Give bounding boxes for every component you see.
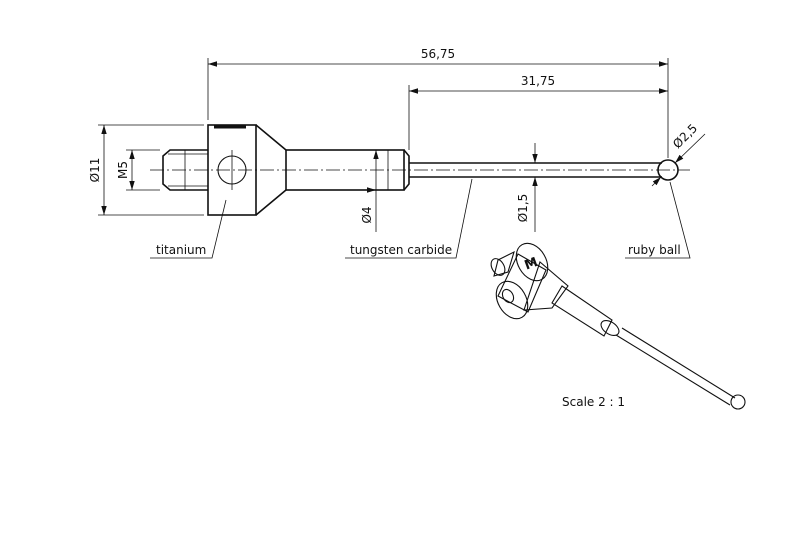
shaft-section (285, 149, 410, 191)
shaft-diameter-label: Ø4 (360, 206, 374, 223)
scale-note: Scale 2 : 1 (562, 395, 625, 409)
body-diameter-label: Ø11 (88, 158, 102, 183)
overall-length-label: 56,75 (421, 47, 455, 61)
stylus-side-view (150, 124, 690, 216)
dimension-stem-diameter: Ø1,5 (516, 143, 538, 232)
shaft-length-label: 31,75 (521, 74, 555, 88)
titanium-label: titanium (156, 243, 206, 257)
dimension-shaft: 31,75 (408, 74, 668, 150)
dimension-body-diameter: Ø11 (88, 124, 204, 216)
stylus-isometric-view: M (490, 242, 746, 410)
iso-ruby-ball (730, 394, 746, 410)
stem-diameter-label: Ø1,5 (516, 194, 530, 223)
dimension-shaft-diameter: Ø4 (360, 150, 379, 232)
callout-titanium: titanium (150, 199, 227, 259)
thread-section (162, 149, 208, 191)
titanium-body (207, 124, 287, 216)
ball-diameter-label: Ø2,5 (670, 121, 700, 151)
dimension-thread: M5 (116, 149, 160, 191)
callout-ruby: ruby ball (625, 181, 691, 259)
thread-label: M5 (116, 161, 130, 179)
tungsten-label: tungsten carbide (350, 243, 452, 257)
ruby-label: ruby ball (628, 243, 681, 257)
iso-logo: M (523, 255, 540, 274)
ruby-ball (657, 159, 679, 181)
callout-tungsten: tungsten carbide (345, 178, 473, 259)
dimension-overall: 56,75 (207, 47, 669, 158)
